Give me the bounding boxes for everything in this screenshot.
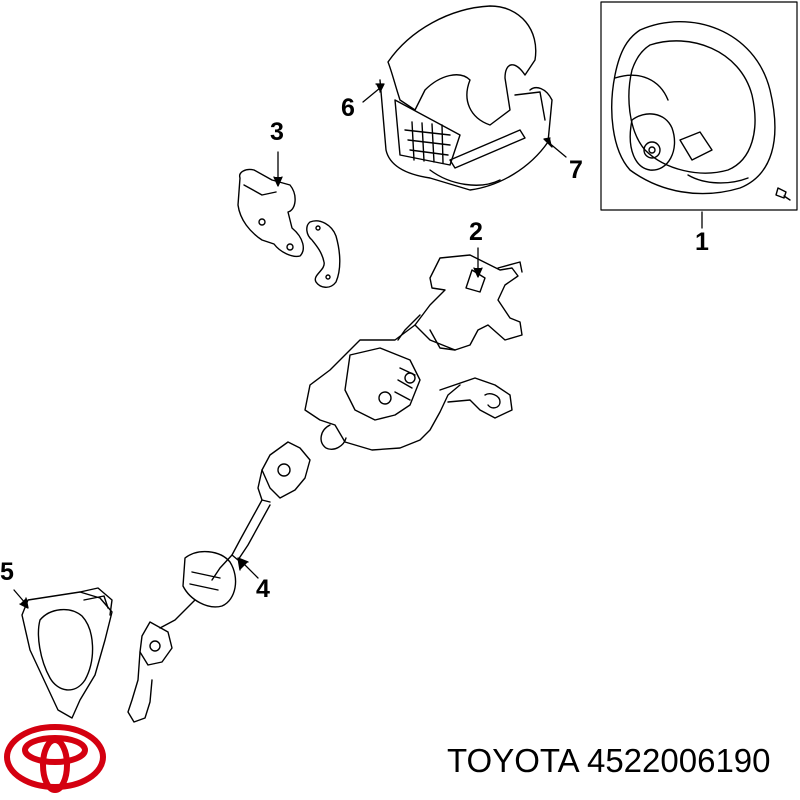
steering-column-part (304, 254, 523, 451)
callout-3: 3 (270, 118, 284, 146)
callout-5: 5 (0, 558, 14, 586)
switch-bracket-part (237, 168, 341, 288)
part-number-label: TOYOTA 4522006190 (447, 742, 771, 779)
steering-wheel-part (600, 1, 798, 211)
callout-6: 6 (341, 94, 355, 122)
toyota-logo (4, 724, 106, 793)
column-cover-part (379, 5, 553, 191)
callout-2: 2 (469, 218, 483, 246)
callout-1: 1 (695, 228, 709, 256)
intermediate-shaft-part (127, 441, 311, 723)
callout-7: 7 (569, 156, 583, 184)
callout-4: 4 (256, 575, 270, 603)
column-boot-part (21, 587, 113, 719)
leader-lines (13, 83, 703, 609)
